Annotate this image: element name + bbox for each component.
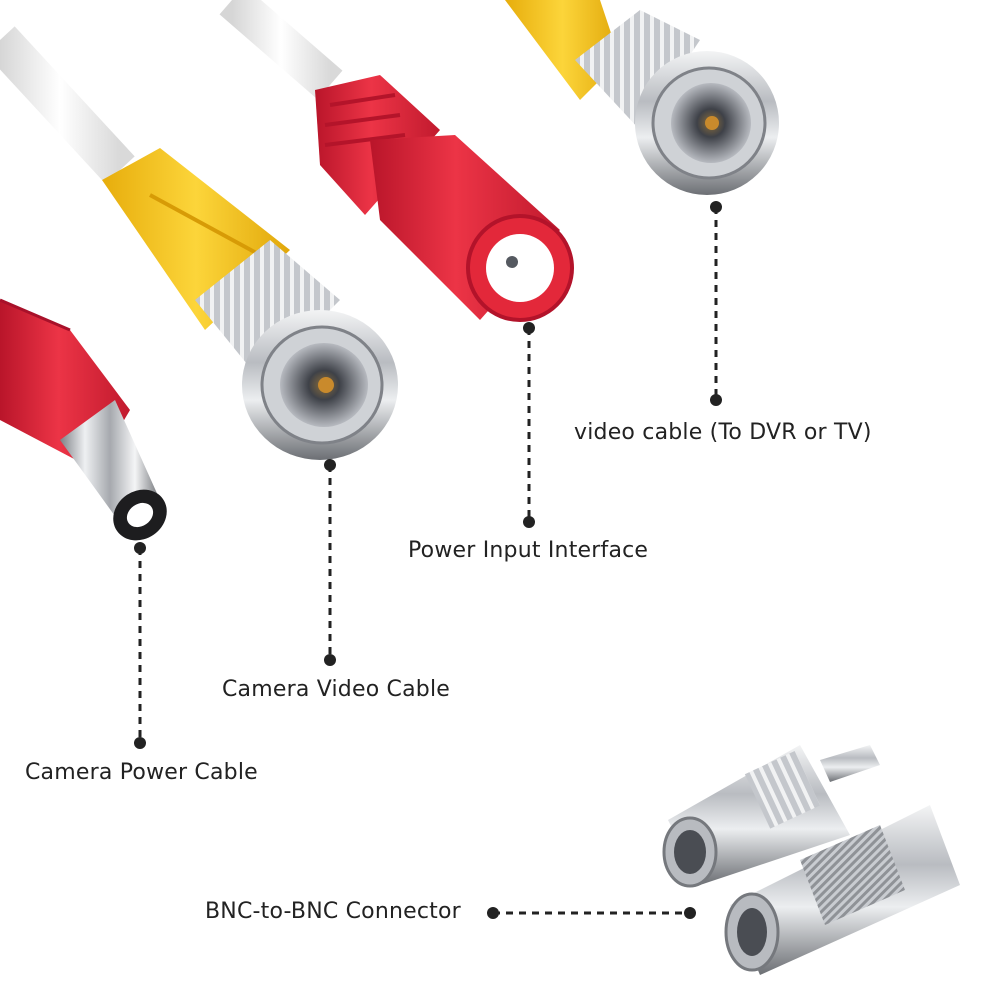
bnc-to-bnc-adapter-top <box>662 745 880 888</box>
power-input-socket <box>315 75 574 322</box>
label-camera-power-cable: Camera Power Cable <box>25 760 258 785</box>
bnc-to-bnc-adapter-bottom <box>724 805 960 975</box>
label-camera-video-cable: Camera Video Cable <box>222 677 451 702</box>
leader-dots <box>134 201 722 919</box>
white-cable-middle <box>219 0 343 100</box>
dvr-video-bnc-plug <box>505 0 779 195</box>
camera-video-bnc-plug <box>102 148 398 460</box>
leader-lines <box>138 207 718 915</box>
label-power-input-interface: Power Input Interface <box>408 538 649 563</box>
white-cable-left <box>0 26 135 184</box>
label-bnc-to-bnc-connector: BNC-to-BNC Connector <box>205 899 461 924</box>
label-video-cable-dvr: video cable (To DVR or TV) <box>574 420 872 445</box>
camera-power-plug <box>0 298 167 541</box>
